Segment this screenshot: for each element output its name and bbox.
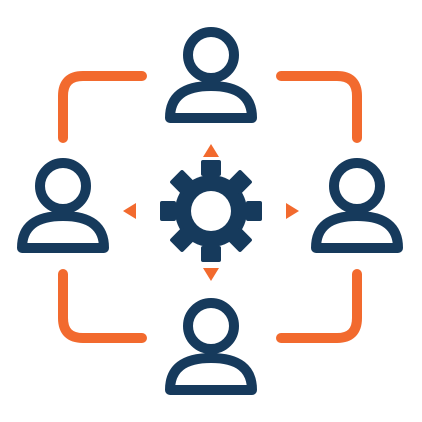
right-triangle-icon (286, 203, 299, 219)
up-triangle-icon (203, 144, 219, 157)
connector-arrow-right-top (276, 71, 362, 143)
left-person-user-icon (17, 158, 109, 253)
connector-arrow-right-bottom (276, 269, 362, 343)
connector-arrow-left-bottom (58, 269, 147, 343)
right-person-user-icon (311, 158, 403, 253)
down-triangle-icon (203, 268, 219, 281)
bottom-person-user-icon (165, 298, 257, 395)
left-triangle-icon (123, 203, 136, 219)
connector-arrow-left-top (58, 71, 147, 143)
gear-icon (160, 160, 262, 262)
top-person-user-icon (165, 27, 257, 123)
